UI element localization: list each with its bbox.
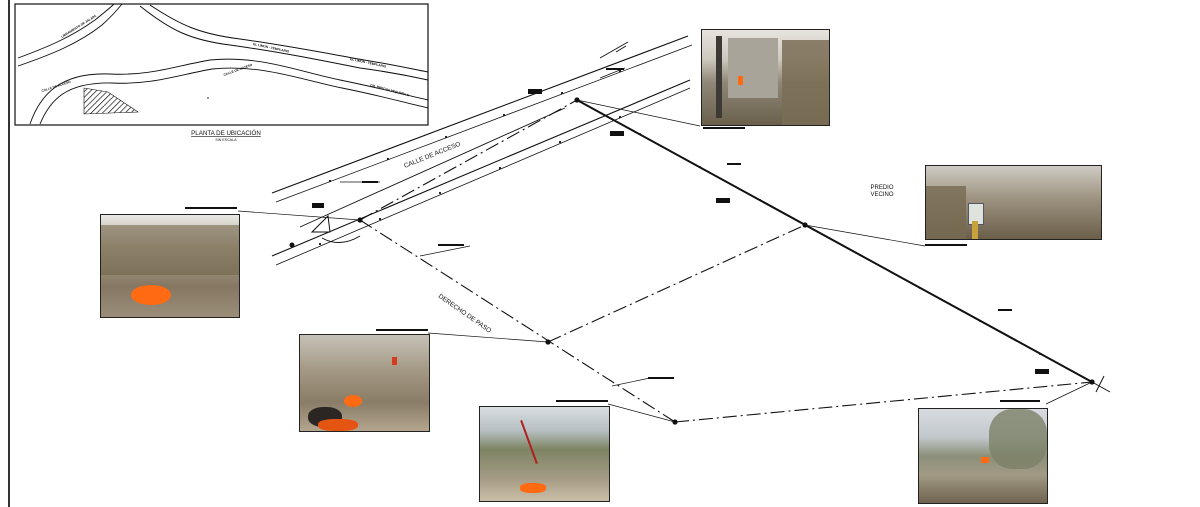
orange-survey-marker — [344, 395, 362, 407]
tree — [989, 409, 1047, 469]
photo-fence-corner — [701, 29, 830, 126]
leader-photo-3 — [237, 210, 361, 221]
brush — [101, 225, 239, 275]
photo-total-station — [925, 165, 1102, 240]
row-middle — [547, 224, 806, 343]
leader-note-b — [419, 245, 471, 257]
angle-arc — [321, 235, 361, 243]
leader-photo-1 — [576, 99, 701, 127]
annotation-mark — [648, 377, 674, 379]
leader-photo-2 — [804, 224, 926, 247]
leader-note-a — [611, 377, 651, 387]
road-tick-top — [599, 41, 629, 59]
lot-boundary — [576, 99, 1111, 393]
photo-monument-shrubs — [100, 214, 240, 318]
road-lower-a — [29, 58, 429, 125]
row-bottom — [674, 381, 1093, 423]
brush — [782, 40, 829, 125]
annotation-mark — [716, 198, 730, 203]
project-lot-hatched — [83, 87, 139, 115]
annotation-mark — [610, 131, 624, 136]
photo-monument-flag — [479, 406, 610, 502]
orange-marker — [981, 457, 989, 463]
orange-survey-marker — [520, 483, 546, 493]
road-survey-dots — [318, 69, 622, 246]
leader-photo-4 — [427, 332, 549, 343]
access-road-label: CALLE DE ACCESO — [403, 141, 462, 170]
row-top — [359, 99, 578, 221]
angle-symbol — [289, 214, 361, 248]
annotation-mark — [606, 68, 624, 70]
map-road-label-2: EL LIMON - TEMPLARIO — [253, 42, 290, 54]
annotation-mark — [376, 329, 428, 331]
highway-edge-a — [139, 5, 429, 81]
boundary-tick — [1095, 375, 1105, 393]
map-dot — [207, 97, 209, 99]
road-edge-outer — [271, 35, 689, 194]
sheet-margin-line — [8, 0, 10, 507]
boundary-extension — [1091, 381, 1111, 393]
wall-structure — [728, 38, 778, 98]
red-flag — [392, 357, 397, 365]
road-lower-b — [39, 67, 429, 125]
leader-photo-5 — [607, 403, 676, 423]
road-upper-left-b — [17, 3, 123, 67]
map-road-label-3: EL LIMON - TEMPLARIO — [350, 57, 387, 69]
location-map-title: PLANTA DE UBICACIÓN — [191, 130, 261, 137]
annotation-mark — [703, 127, 745, 129]
fence-post — [716, 36, 722, 118]
tripod — [972, 221, 978, 239]
highway-edge-b — [149, 4, 429, 73]
annotation-mark — [528, 89, 542, 94]
photo-monument-slope — [299, 334, 430, 432]
orange-survey-marker — [318, 419, 358, 431]
orange-marker — [738, 76, 743, 85]
annotation-mark — [925, 244, 967, 246]
boundary-northeast — [576, 99, 1093, 383]
annotation-mark — [185, 207, 237, 209]
row-left-diagonal — [359, 219, 676, 423]
location-map-frame — [14, 3, 429, 126]
location-map: LIBRAMIENTO DE JALAPA EL LIMON - TEMPLAR… — [14, 3, 429, 126]
flag-pole — [520, 420, 538, 464]
location-map-subtitle: SIN ESCALA — [215, 138, 237, 142]
annotation-mark — [438, 244, 464, 246]
photo-valley-view — [918, 408, 1048, 504]
annotation-mark — [556, 400, 608, 402]
annotation-mark — [727, 163, 741, 165]
triangle-marker — [310, 214, 331, 233]
right-of-way-lines — [359, 99, 1093, 423]
road-upper-left-a — [17, 3, 115, 59]
annotation-mark — [362, 181, 378, 183]
boundary-dots — [639, 133, 1041, 355]
road-edge-outer-2 — [275, 44, 693, 203]
road-edge-inner-2 — [275, 87, 691, 266]
annotation-mark — [312, 203, 324, 208]
orange-survey-marker — [131, 285, 171, 305]
leader-photo-6 — [1045, 381, 1093, 405]
brush — [926, 186, 966, 239]
annotation-mark — [998, 309, 1012, 311]
road-centerline — [299, 107, 566, 228]
road-tick-top-b — [615, 45, 627, 53]
annotation-mark — [1000, 400, 1040, 402]
annotation-mark — [1035, 369, 1049, 374]
bench-mark — [289, 242, 295, 248]
neighbor-label-line2: VECINO — [870, 192, 893, 198]
neighbor-label-line1: PREDIO — [870, 185, 893, 191]
annotation-marks — [185, 68, 1049, 402]
